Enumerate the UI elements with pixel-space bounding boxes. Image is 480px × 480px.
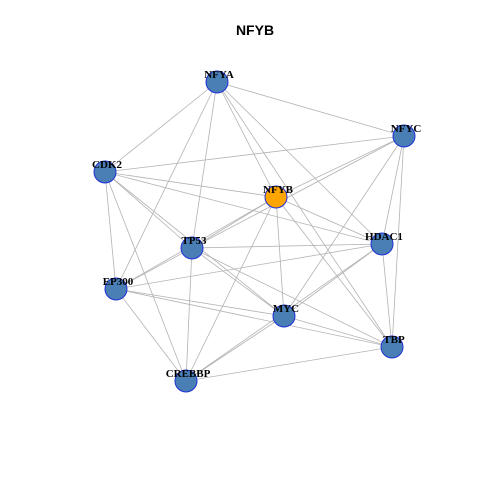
edge-ep300-tbp [115,288,393,348]
node-nfyc: NFYC [391,123,422,148]
edge-nfyc-tp53 [191,135,405,249]
edge-hdac1-myc [283,243,383,317]
edge-nfya-tp53 [191,81,218,249]
edge-cdk2-tp53 [104,171,193,249]
node-label-nfyb: NFYB [263,184,294,196]
node-circle-crebbp [174,369,198,393]
node-circle-nfyc [392,124,416,148]
node-label-hdac1: HDAC1 [365,231,403,243]
edge-nfyc-cdk2 [104,135,405,173]
edge-layer [104,81,405,382]
edge-hdac1-ep300 [115,243,383,290]
node-myc: MYC [272,303,299,328]
node-label-tp53: TP53 [181,235,207,247]
node-circle-ep300 [104,277,128,301]
node-label-cdk2: CDK2 [92,159,122,171]
node-circle-tp53 [180,236,204,260]
edge-nfya-nfyb [216,81,277,198]
node-tp53: TP53 [180,235,207,260]
edge-nfya-ep300 [115,81,218,290]
edge-nfya-tbp [216,81,393,348]
node-circle-hdac1 [370,232,394,256]
edge-nfyc-tbp [391,135,405,348]
edge-tp53-tbp [191,247,393,348]
node-label-ep300: EP300 [103,276,134,288]
edge-nfyb-myc [275,196,285,317]
edge-nfya-hdac1 [216,81,383,245]
edge-cdk2-ep300 [104,171,117,290]
edge-tp53-ep300 [115,247,193,290]
node-label-nfyc: NFYC [391,123,422,135]
graph-title: NFYB [236,22,274,38]
edge-nfyb-hdac1 [275,196,383,245]
edge-cdk2-nfyb [104,171,277,198]
node-circle-cdk2 [93,160,117,184]
node-label-crebbp: CREBBP [166,368,211,380]
node-circle-nfyb [264,185,288,209]
edge-ep300-myc [115,288,285,317]
node-label-myc: MYC [273,303,299,315]
edge-myc-tbp [283,315,393,348]
edge-tbp-crebbp [185,346,393,382]
edge-ep300-crebbp [115,288,187,382]
node-circle-nfya [205,70,229,94]
edge-hdac1-tbp [381,243,393,348]
edge-tp53-crebbp [185,247,193,382]
node-circle-myc [272,304,296,328]
edge-tp53-myc [191,247,285,317]
node-nfya: NFYA [204,69,234,94]
edge-tp53-hdac1 [191,243,383,249]
node-tbp: TBP [380,334,405,359]
node-cdk2: CDK2 [92,159,122,184]
node-crebbp: CREBBP [166,368,211,393]
node-ep300: EP300 [103,276,134,301]
node-circle-tbp [380,335,404,359]
node-label-nfya: NFYA [204,69,234,81]
edge-nfyc-nfyb [275,135,405,198]
node-label-tbp: TBP [383,334,405,346]
edge-nfya-cdk2 [104,81,218,173]
node-hdac1: HDAC1 [365,231,403,256]
edge-nfya-nfyc [216,81,405,137]
edge-cdk2-crebbp [104,171,187,382]
edge-cdk2-hdac1 [104,171,383,245]
edge-myc-crebbp [185,315,285,382]
node-nfyb: NFYB [263,184,294,209]
edge-nfyb-crebbp [185,196,277,382]
edge-nfyc-myc [283,135,405,317]
edge-nfyc-hdac1 [381,135,405,245]
edge-nfyb-tbp [275,196,393,348]
